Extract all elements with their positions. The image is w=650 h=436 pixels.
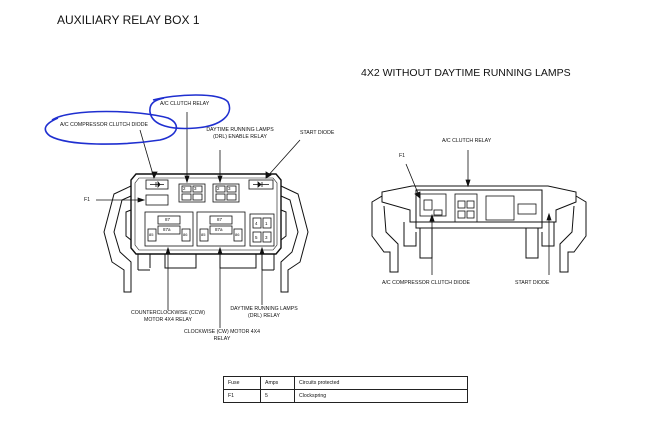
label-drl-relay: DAYTIME RUNNING LAMPS (DRL) RELAY	[227, 306, 301, 320]
pin-87-cw: 87	[217, 217, 223, 222]
right-relay-box-outline	[371, 185, 587, 273]
table-row: F1 5 Clockspring	[223, 389, 468, 403]
pin-2: 2	[183, 186, 186, 191]
header-circuits-protected: Circuits protected	[294, 376, 468, 390]
pin-1: 1	[265, 221, 268, 226]
fuse-table: Fuse Amps Circuits protected F1 5 Clocks…	[223, 376, 468, 403]
cell-amps: 5	[260, 389, 295, 403]
pin-87-ccw: 87	[165, 217, 171, 222]
label-ac-compressor-clutch-diode-right: A/C COMPRESSOR CLUTCH DIODE	[382, 280, 470, 286]
label-f1-right: F1	[399, 153, 406, 159]
pin-3c: 3	[265, 235, 268, 240]
pin-86-cw: 86	[235, 232, 240, 237]
label-f1-left: F1	[84, 197, 91, 203]
blue-annotation-circles	[44, 94, 231, 145]
cell-circuit: Clockspring	[294, 389, 468, 403]
right-top-components	[419, 193, 537, 223]
label-drl-relay-line1: DAYTIME RUNNING LAMPS	[230, 306, 298, 312]
label-ac-clutch-relay-right: A/C CLUTCH RELAY	[442, 138, 492, 144]
pin-3b: 3	[228, 186, 231, 191]
label-cw-line1: CLOCKWISE (CW) MOTOR 4X4	[184, 329, 260, 335]
table-header-row: Fuse Amps Circuits protected	[223, 376, 468, 390]
pin-87a-ccw: 87a	[163, 227, 171, 232]
header-fuse: Fuse	[223, 376, 261, 390]
pin-85-ccw: 85	[149, 232, 154, 237]
right-leader-lines	[405, 150, 552, 275]
label-ccw-line2: MOTOR 4X4 RELAY	[144, 316, 192, 323]
label-cw-line2: RELAY	[213, 335, 231, 342]
pin-5: 5	[255, 235, 258, 240]
label-cw-motor-relay: CLOCKWISE (CW) MOTOR 4X4 RELAY	[181, 329, 263, 343]
subtitle-4x2: 4X2 WITHOUT DAYTIME RUNNING LAMPS	[361, 67, 571, 79]
pin-85-cw: 85	[201, 232, 206, 237]
pin-2b: 2	[217, 186, 220, 191]
label-start-diode-right: START DIODE	[515, 280, 550, 286]
left-relay-box-outline	[103, 173, 309, 293]
label-drl-enable-relay: DAYTIME RUNNING LAMPS (DRL) ENABLE RELAY	[203, 127, 277, 141]
left-leader-lines	[96, 112, 301, 328]
pin-4: 4	[255, 221, 258, 226]
pin-87a-cw: 87a	[215, 227, 223, 232]
page-title: AUXILIARY RELAY BOX 1	[57, 13, 200, 27]
label-ac-compressor-clutch-diode-left: A/C COMPRESSOR CLUTCH DIODE	[60, 122, 148, 128]
label-drl-enable-relay-line1: DAYTIME RUNNING LAMPS	[206, 127, 274, 133]
pin-3: 3	[194, 186, 197, 191]
left-top-components	[144, 179, 275, 247]
label-start-diode-left: START DIODE	[300, 130, 335, 136]
label-drl-relay-line2: (DRL) RELAY	[248, 312, 280, 319]
label-ac-clutch-relay-left: A/C CLUTCH RELAY	[160, 101, 210, 107]
label-drl-enable-relay-line2: (DRL) ENABLE RELAY	[213, 133, 267, 140]
label-ccw-motor-relay: COUNTERCLOCKWISE (CCW) MOTOR 4X4 RELAY	[128, 310, 208, 324]
label-ccw-line1: COUNTERCLOCKWISE (CCW)	[130, 310, 206, 316]
header-amps: Amps	[260, 376, 295, 390]
cell-fuse: F1	[223, 389, 261, 403]
pin-86-ccw: 86	[183, 232, 188, 237]
